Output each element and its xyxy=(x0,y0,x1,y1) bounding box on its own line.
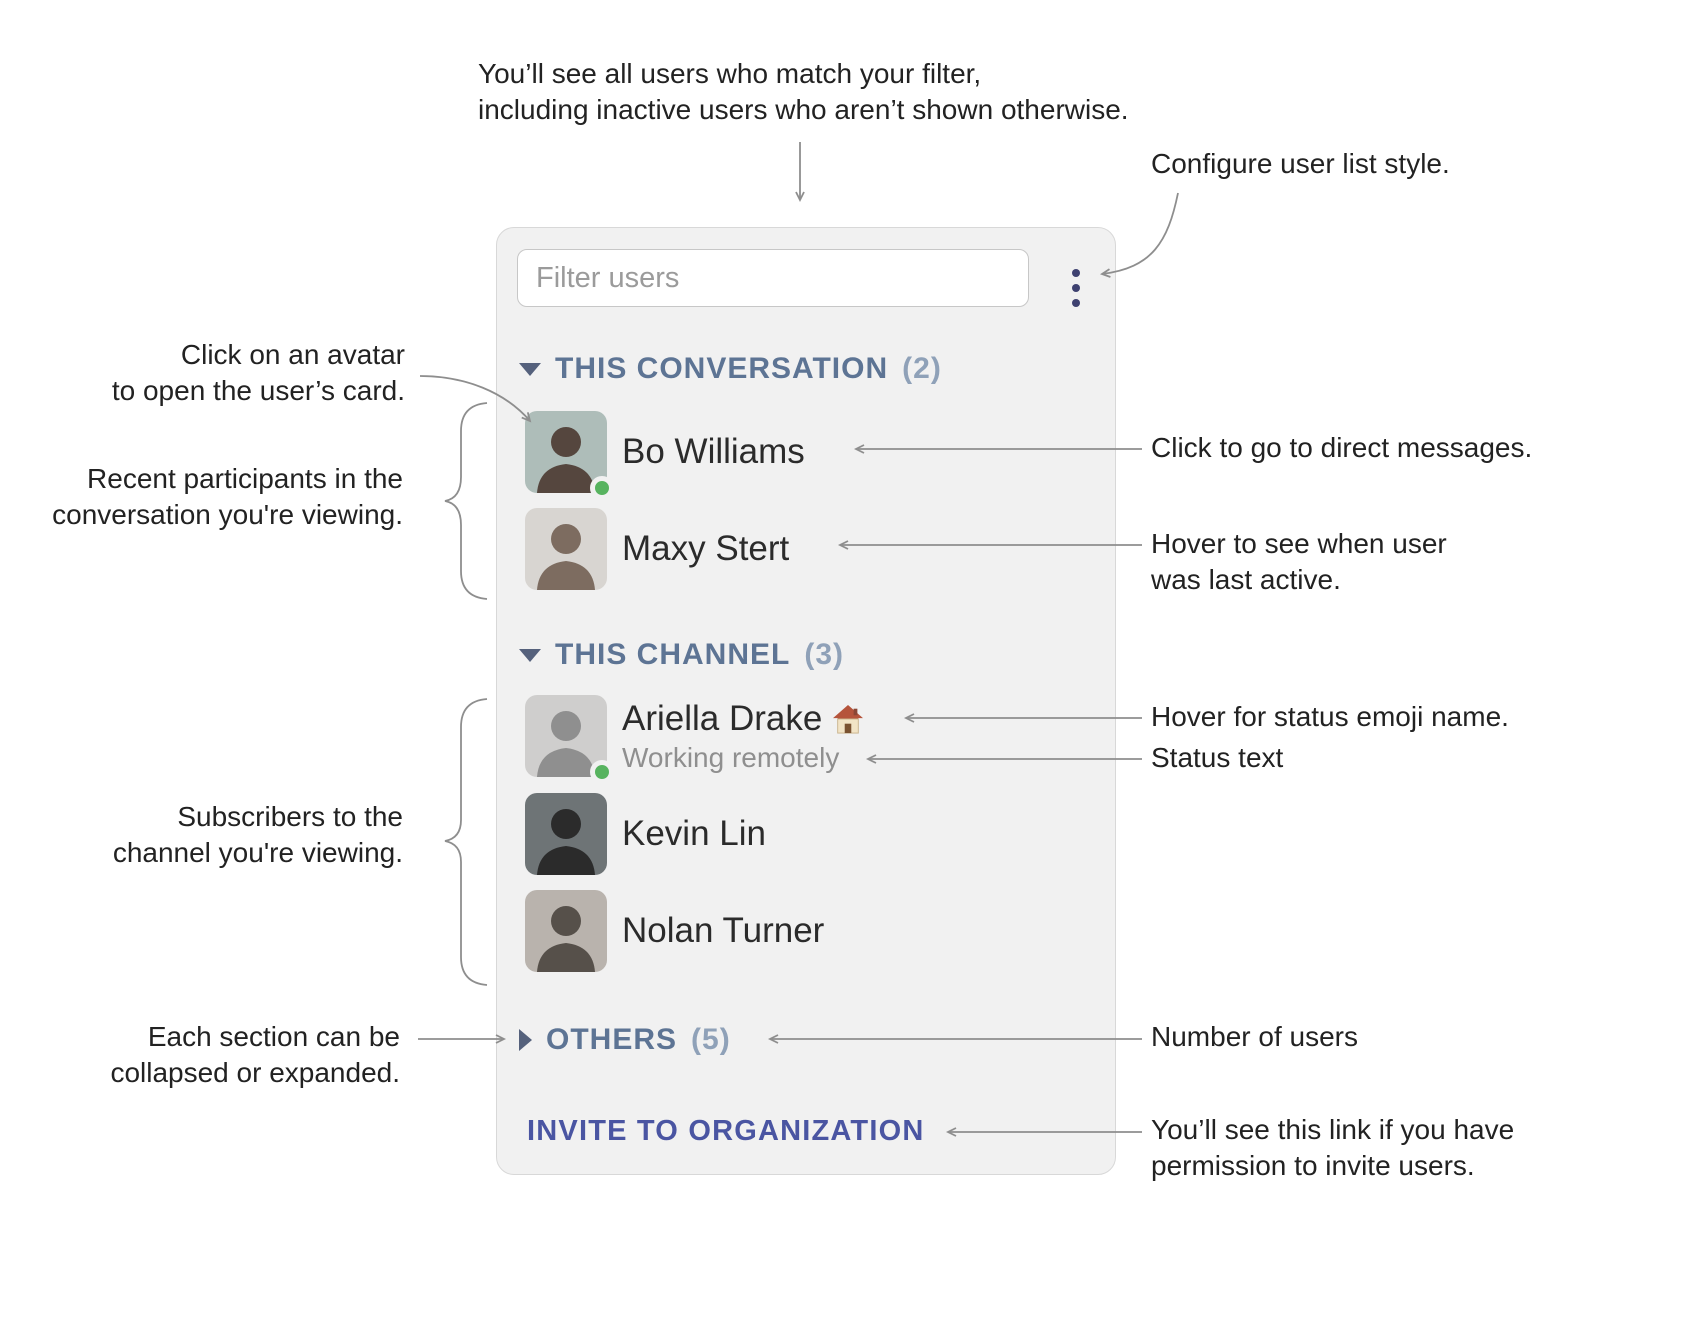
filter-users-input[interactable] xyxy=(517,249,1029,307)
note-status-emoji: Hover for status emoji name. xyxy=(1151,701,1509,732)
section-label: THIS CHANNEL xyxy=(555,638,791,671)
section-label: OTHERS xyxy=(546,1023,678,1056)
expand-triangle-icon xyxy=(519,1029,532,1051)
note-collapse-expand: Each section can be collapsed or expande… xyxy=(110,1021,400,1088)
user-status-text: Working remotely xyxy=(622,741,840,773)
section-label: THIS CONVERSATION xyxy=(555,352,889,385)
section-count: (5) xyxy=(691,1023,731,1056)
collapse-triangle-icon xyxy=(519,648,541,662)
user-list-panel: THIS CONVERSATION (2) Bo Williams Maxy S… xyxy=(496,227,1116,1175)
note-configure-style: Configure user list style. xyxy=(1151,148,1450,179)
avatar-photo xyxy=(525,411,607,493)
house-status-emoji-icon[interactable] xyxy=(832,704,864,734)
user-name[interactable]: Ariella Drake xyxy=(622,698,823,738)
user-name[interactable]: Kevin Lin xyxy=(622,814,766,853)
brace-recent-participants xyxy=(444,402,488,600)
avatar-maxy-stert[interactable] xyxy=(525,508,607,590)
note-subscribers: Subscribers to the channel you're viewin… xyxy=(112,801,403,868)
avatar-kevin-lin[interactable] xyxy=(525,793,607,875)
brace-subscribers xyxy=(444,698,488,986)
presence-active-dot xyxy=(590,476,614,500)
section-header-this-conversation[interactable]: THIS CONVERSATION (2) xyxy=(519,349,942,389)
section-header-others[interactable]: OTHERS (5) xyxy=(519,1020,731,1060)
note-recent-participants: Recent participants in the conversation … xyxy=(52,463,403,530)
user-row-bo-williams: Bo Williams xyxy=(525,411,805,500)
note-avatar-click: Click on an avatar to open the user’s ca… xyxy=(111,339,405,406)
user-row-maxy-stert: Maxy Stert xyxy=(525,508,789,590)
avatar-photo xyxy=(525,890,607,972)
user-row-ariella-drake: Ariella Drake Working remotely xyxy=(525,695,864,784)
note-filter-description: You’ll see all users who match your filt… xyxy=(478,58,1129,125)
user-row-nolan-turner: Nolan Turner xyxy=(525,890,824,972)
note-status-text: Status text xyxy=(1151,742,1284,773)
user-name-and-status: Ariella Drake Working remotely xyxy=(622,699,864,774)
collapse-triangle-icon xyxy=(519,362,541,376)
user-name[interactable]: Maxy Stert xyxy=(622,529,790,568)
user-list-style-menu-icon[interactable] xyxy=(1063,260,1089,316)
avatar-bo-williams[interactable] xyxy=(525,411,614,500)
user-name[interactable]: Bo Williams xyxy=(622,432,805,471)
avatar-photo xyxy=(525,793,607,875)
section-header-this-channel[interactable]: THIS CHANNEL (3) xyxy=(519,635,844,675)
user-name[interactable]: Nolan Turner xyxy=(622,911,825,950)
section-count: (2) xyxy=(902,352,942,385)
presence-active-dot xyxy=(590,760,614,784)
kebab-dot xyxy=(1072,269,1080,277)
invite-to-organization-link[interactable]: INVITE TO ORGANIZATION xyxy=(527,1115,925,1147)
avatar-nolan-turner[interactable] xyxy=(525,890,607,972)
section-count: (3) xyxy=(804,638,845,671)
kebab-dot xyxy=(1072,284,1080,292)
note-direct-messages: Click to go to direct messages. xyxy=(1151,432,1533,463)
note-last-active: Hover to see when user was last active. xyxy=(1151,528,1447,595)
avatar-ariella-drake[interactable] xyxy=(525,695,614,784)
user-row-kevin-lin: Kevin Lin xyxy=(525,793,766,875)
note-user-count: Number of users xyxy=(1151,1021,1358,1052)
note-invite-permission: You’ll see this link if you have permiss… xyxy=(1151,1114,1515,1181)
avatar-photo xyxy=(525,508,607,590)
kebab-dot xyxy=(1072,299,1080,307)
